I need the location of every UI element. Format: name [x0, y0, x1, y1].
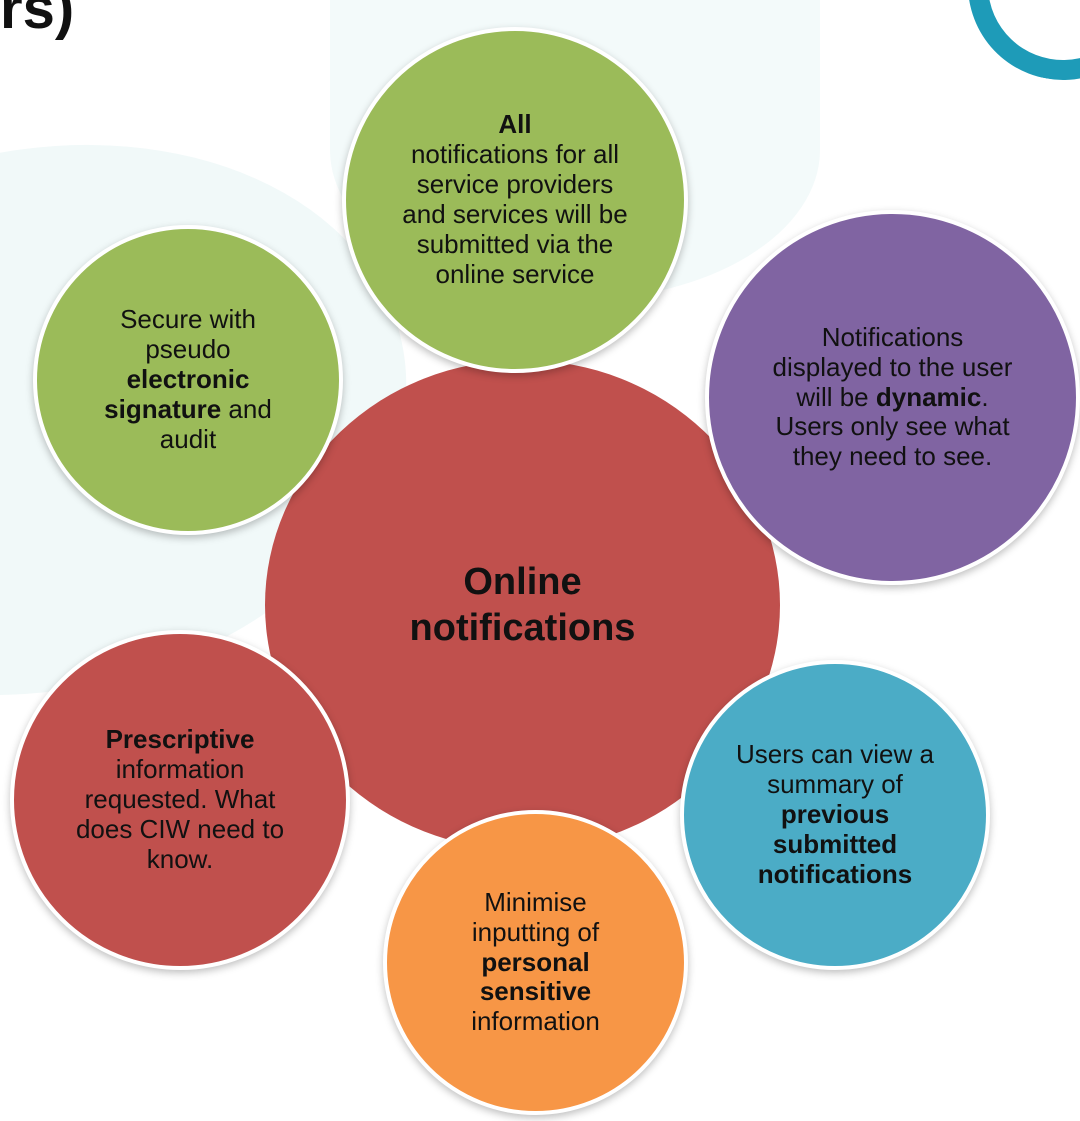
bottom-circle-after: information — [471, 1006, 600, 1037]
bottom-right-circle-bold: previous submitted notifications — [757, 799, 913, 889]
bottom-circle-bold: personal sensitive — [479, 946, 592, 1007]
slide-title-fragment: rs) — [0, 0, 75, 41]
left-circle-bold: electronic signature — [104, 364, 250, 424]
center-title-line-1: Online — [463, 560, 582, 603]
bottom-left-circle-after: information requested. What does CIW nee… — [75, 754, 285, 874]
logo-arc-icon — [952, 0, 1080, 96]
left-circle-before: Secure with pseudo — [120, 304, 256, 365]
bottom-orange-circle: Minimise inputting of personal sensitive… — [383, 810, 688, 1115]
bottom-left-red-circle: Prescriptive information requested. What… — [10, 630, 350, 970]
right-circle-before: Notifications displayed to the user will… — [772, 321, 1013, 412]
right-circle-text: Notifications displayed to the user will… — [770, 321, 1015, 472]
top-circle-bold: All — [498, 109, 532, 140]
right-circle-after: . Users only see what they need to see. — [775, 381, 1010, 472]
center-title: Online notifications — [410, 559, 636, 652]
top-circle-text: All notifications for all service provid… — [395, 109, 635, 289]
left-green-circle: Secure with pseudo electronic signature … — [33, 225, 343, 535]
bottom-right-circle-before: Users can view a summary of — [736, 739, 934, 800]
bottom-left-circle-bold: Prescriptive — [105, 724, 255, 755]
bottom-circle-before: Minimise inputting of — [471, 886, 600, 947]
center-title-line-2: notifications — [409, 607, 636, 649]
left-circle-after: and audit — [159, 393, 272, 454]
bottom-circle-text: Minimise inputting of personal sensitive… — [436, 886, 636, 1037]
bottom-right-circle-text: Users can view a summary of previous sub… — [725, 739, 945, 889]
left-circle-text: Secure with pseudo electronic signature … — [83, 304, 293, 454]
bottom-left-circle-text: Prescriptive information requested. What… — [70, 724, 290, 874]
right-purple-circle: Notifications displayed to the user will… — [705, 210, 1080, 585]
bottom-right-teal-circle: Users can view a summary of previous sub… — [680, 660, 990, 970]
top-circle-rest: notifications for all service providers … — [402, 139, 628, 289]
right-circle-bold: dynamic — [875, 381, 982, 412]
top-green-circle: All notifications for all service provid… — [342, 27, 688, 373]
